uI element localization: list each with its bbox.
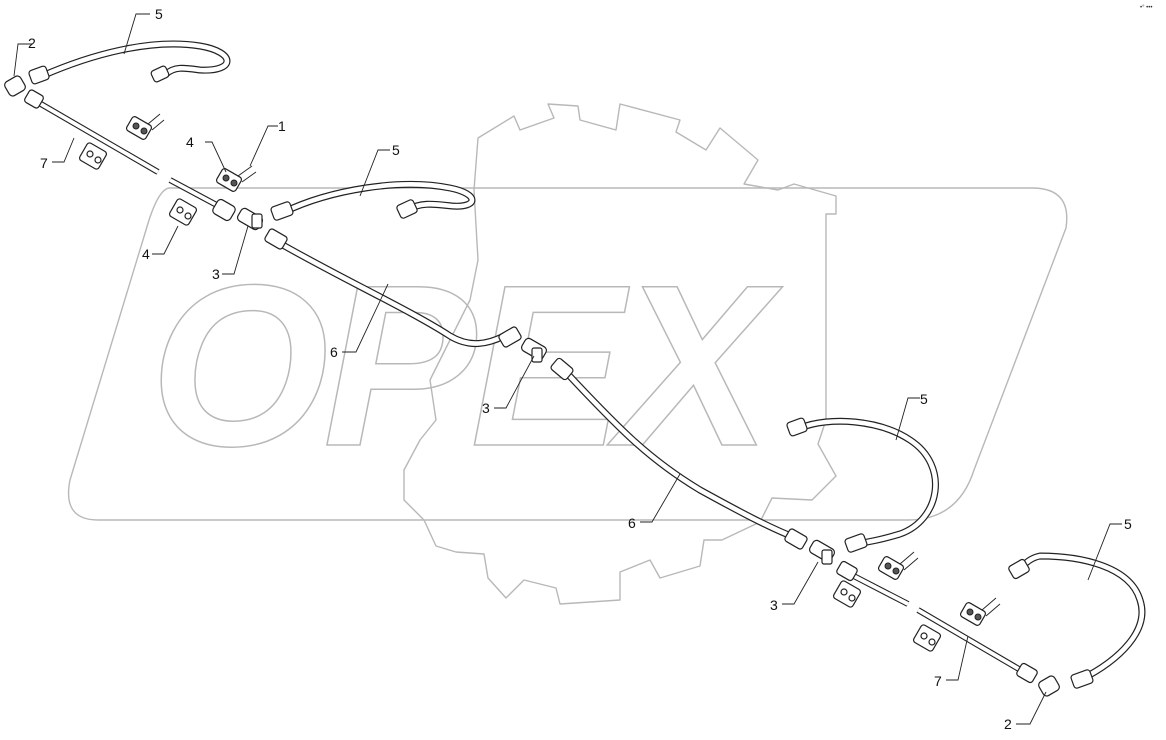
clamp-plate: [78, 142, 108, 170]
corner-mark: •° •••: [1140, 5, 1152, 11]
centre-assembly: [264, 228, 808, 550]
hose-nut: [264, 228, 288, 250]
callouts: 2 5 7 4 1 5 4 3 6 3 5 6 3 5 7 2: [28, 6, 1132, 732]
upper-left-assembly: [4, 40, 476, 231]
watermark-plate-outline: [67, 187, 1068, 521]
elbow-fitting-2: [4, 75, 26, 97]
lower-right-assembly: [786, 417, 1146, 697]
hose-nut: [550, 357, 574, 381]
hose-nut: [1070, 669, 1094, 689]
hose-elbow-end: [396, 199, 418, 219]
clamp-half: [959, 602, 987, 626]
callout-6-upper: 6: [330, 344, 338, 360]
opex-watermark: OPEX: [67, 103, 1068, 605]
pipe-nut: [836, 560, 858, 582]
callout-5-top: 5: [155, 6, 163, 22]
hose-nut: [270, 201, 294, 221]
elbow-fitting-2-right: [1038, 675, 1060, 697]
hose-elbow-end: [498, 326, 522, 348]
clamp-half: [877, 556, 905, 580]
leader-lines: [13, 13, 1122, 725]
callout-5-right: 5: [920, 391, 928, 407]
clamp-plate: [168, 198, 198, 226]
callout-3-right: 3: [770, 597, 778, 613]
hose-nut: [844, 533, 868, 553]
watermark-text: OPEX: [150, 237, 783, 494]
callout-7-right: 7: [934, 673, 942, 689]
clamp-half: [125, 116, 153, 140]
hose-elbow-end: [1008, 558, 1030, 580]
hose-nut: [28, 65, 50, 85]
clamp-plate: [832, 580, 862, 608]
pipe-nut: [1016, 662, 1038, 684]
callout-2-top-left: 2: [28, 35, 36, 51]
callout-7-left: 7: [40, 155, 48, 171]
hose-elbow-end: [150, 65, 170, 83]
clamp-plate: [912, 624, 942, 652]
pipe-nut: [212, 198, 236, 222]
callout-3-left: 3: [212, 266, 220, 282]
pipe-nut: [24, 89, 44, 109]
callout-1: 1: [278, 118, 286, 134]
callout-5-middle: 5: [392, 142, 400, 158]
hose-elbow-end: [786, 417, 808, 437]
callout-3-centre: 3: [482, 400, 490, 416]
callout-4-lower: 4: [142, 246, 150, 262]
hose-nut: [784, 528, 808, 550]
callout-6-lower: 6: [628, 515, 636, 531]
callout-5-bottom-right: 5: [1124, 516, 1132, 532]
callout-2-bottom-right: 2: [1004, 716, 1012, 732]
callout-4-upper: 4: [186, 134, 194, 150]
